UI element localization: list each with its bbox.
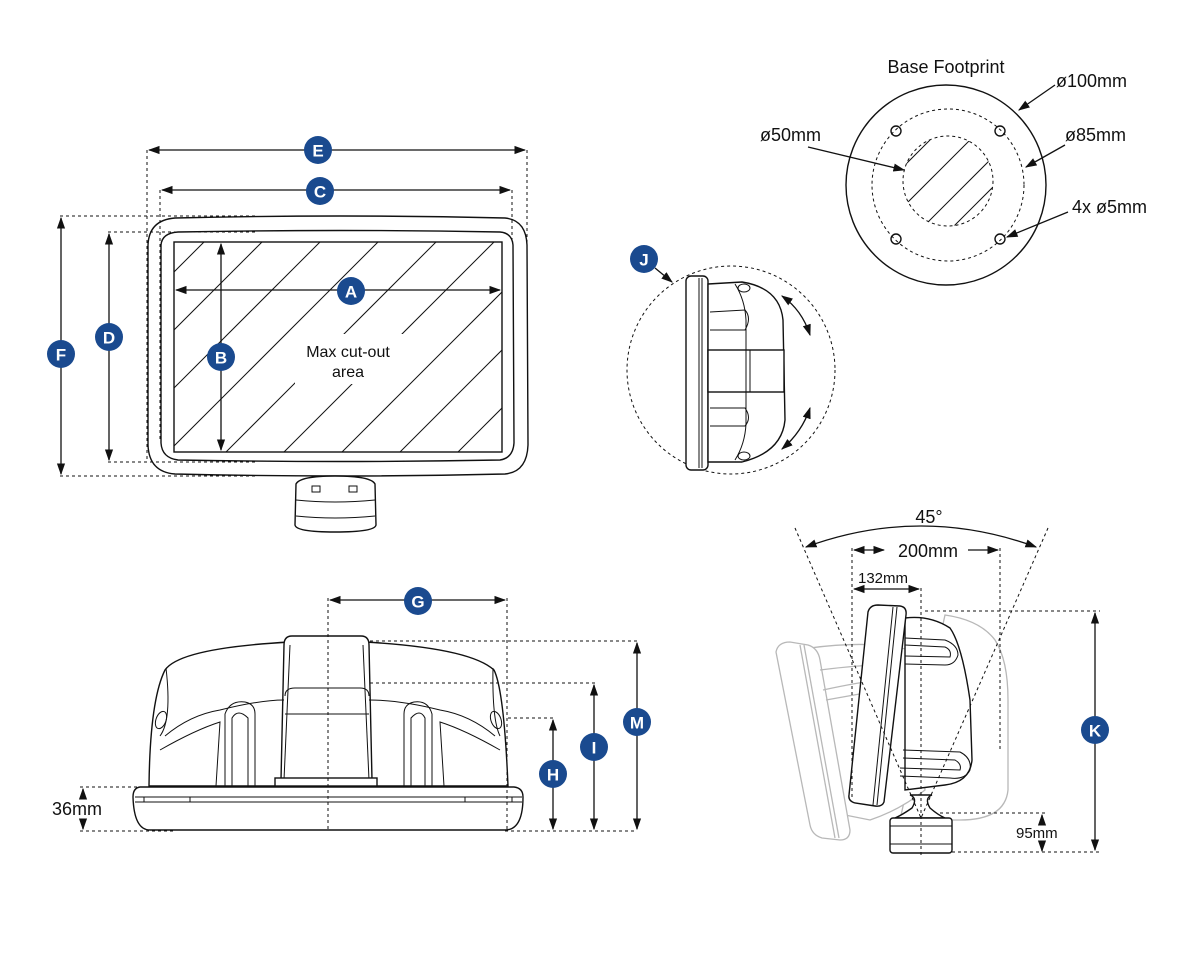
badge-i: I xyxy=(580,733,608,761)
svg-text:C: C xyxy=(314,183,326,202)
front-view: Max cut-out area E C A B D F xyxy=(47,136,529,533)
badge-c: C xyxy=(306,177,334,205)
mount-hole xyxy=(994,125,1006,137)
outer-diameter-label: ø100mm xyxy=(1056,71,1127,91)
tilt-device xyxy=(848,604,973,854)
base-footprint-view: Base Footprint ø100mm ø85mm ø50mm 4x ø5m… xyxy=(760,57,1147,286)
center-circle xyxy=(902,135,994,227)
badge-a: A xyxy=(337,277,365,305)
outer-diameter-circle xyxy=(845,84,1047,286)
badge-h: H xyxy=(539,760,567,788)
svg-text:G: G xyxy=(411,593,424,612)
mount-hole xyxy=(994,233,1006,245)
svg-text:D: D xyxy=(103,329,115,348)
svg-text:J: J xyxy=(639,251,648,270)
angle-label: 45° xyxy=(915,507,942,527)
svg-text:F: F xyxy=(56,346,66,365)
center-diameter-label: ø50mm xyxy=(760,125,821,145)
rotation-arrow-down xyxy=(781,406,811,450)
cutout-area xyxy=(173,241,503,453)
badge-m: M xyxy=(623,708,651,736)
svg-text:I: I xyxy=(592,739,597,758)
svg-text:A: A xyxy=(345,283,357,302)
width-outer-label: 200mm xyxy=(898,541,958,561)
detail-circle xyxy=(626,265,836,475)
badge-j: J xyxy=(630,245,658,273)
mount-hole xyxy=(890,125,902,137)
svg-text:K: K xyxy=(1089,722,1102,741)
width-inner-label: 132mm xyxy=(858,570,908,587)
bolt-circle xyxy=(871,108,1025,262)
mount-hole xyxy=(890,233,902,245)
cutout-hatching xyxy=(174,242,502,452)
badge-d: D xyxy=(95,323,123,351)
holes-label: 4x ø5mm xyxy=(1072,197,1147,217)
cutout-label-line1: Max cut-out xyxy=(306,344,390,361)
bolt-circle-label: ø85mm xyxy=(1065,125,1126,145)
cutout-label-line2: area xyxy=(332,364,364,381)
rotation-arrow-up xyxy=(781,295,811,337)
badge-g: G xyxy=(404,587,432,615)
tilt-view: 45° 200mm 132mm 95mm K xyxy=(775,507,1109,855)
base-footprint-title: Base Footprint xyxy=(887,57,1004,77)
badge-e: E xyxy=(304,136,332,164)
top-view: 36mm G H I M xyxy=(52,587,651,832)
cutout-label-bg xyxy=(295,334,405,384)
badge-k: K xyxy=(1081,716,1109,744)
angle-arc xyxy=(804,525,1038,548)
side-detail-view: J xyxy=(626,245,836,475)
mount-height-label: 95mm xyxy=(1016,825,1058,842)
base-height-label: 36mm xyxy=(52,799,102,819)
svg-text:H: H xyxy=(547,766,559,785)
badge-b: B xyxy=(207,343,235,371)
svg-text:B: B xyxy=(215,349,227,368)
svg-text:E: E xyxy=(312,142,323,161)
display-outer-bezel xyxy=(147,215,529,477)
svg-text:M: M xyxy=(630,714,644,733)
mount-base-front xyxy=(294,475,377,533)
display-inner-bezel xyxy=(160,229,515,463)
badge-f: F xyxy=(47,340,75,368)
